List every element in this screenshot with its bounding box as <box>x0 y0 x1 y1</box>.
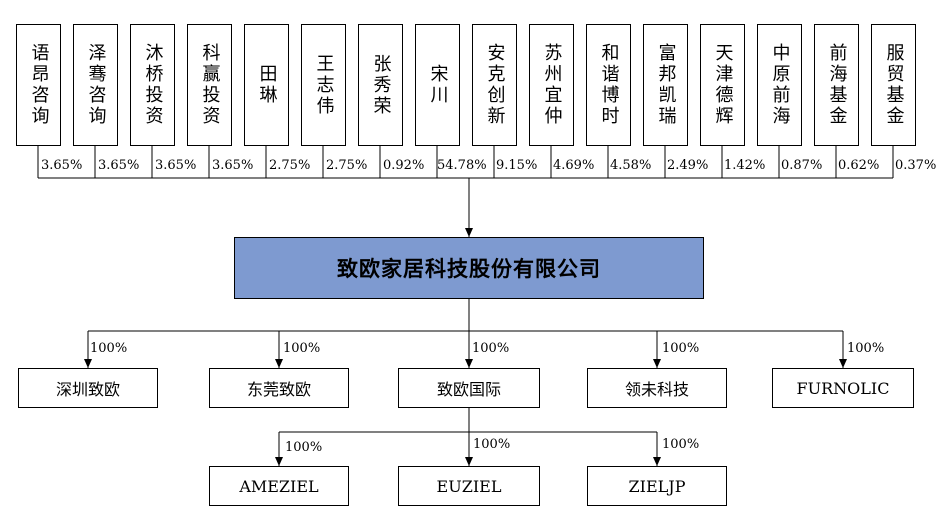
shareholder-name: 张秀荣 <box>370 53 392 117</box>
shareholding-percent: 4.58% <box>610 158 652 173</box>
shareholding-percent: 3.65% <box>212 158 254 173</box>
subsidiary-box: 领未科技 <box>587 368 727 408</box>
shareholder-box: 泽骞咨询 <box>73 24 118 146</box>
shareholder-name: 语昂咨询 <box>28 43 50 127</box>
shareholder-name: 安克创新 <box>484 43 506 127</box>
arrow-head <box>465 457 473 466</box>
shareholder-name: 中原前海 <box>769 43 791 127</box>
shareholder-name: 王志伟 <box>313 53 335 117</box>
shareholding-percent: 0.37% <box>895 158 937 173</box>
arrow-head <box>653 359 661 368</box>
shareholder-name: 田琳 <box>256 64 278 106</box>
arrow-head <box>84 359 92 368</box>
subsidiary-box: FURNOLIC <box>772 368 914 408</box>
shareholder-box: 语昂咨询 <box>16 24 61 146</box>
shareholding-percent: 0.92% <box>383 158 425 173</box>
company-box: 致欧家居科技股份有限公司 <box>234 237 704 299</box>
shareholding-percent: 4.69% <box>553 158 595 173</box>
sub-subsidiary-box: EUZIEL <box>398 466 540 506</box>
shareholding-percent: 3.65% <box>155 158 197 173</box>
ownership-percent: 100% <box>662 437 700 452</box>
shareholder-name: 服贸基金 <box>883 43 905 127</box>
shareholder-box: 天津德辉 <box>700 24 745 146</box>
shareholder-name: 苏州宜仲 <box>541 43 563 127</box>
shareholder-box: 富邦凯瑞 <box>643 24 688 146</box>
arrow-head <box>839 359 847 368</box>
shareholder-name: 前海基金 <box>826 43 848 127</box>
ownership-percent: 100% <box>283 341 321 356</box>
shareholding-percent: 54.78% <box>437 158 487 173</box>
subsidiary-box: 东莞致欧 <box>209 368 349 408</box>
shareholder-name: 沐桥投资 <box>142 43 164 127</box>
shareholder-box: 安克创新 <box>472 24 517 146</box>
shareholder-name: 富邦凯瑞 <box>655 43 677 127</box>
shareholding-percent: 1.42% <box>724 158 766 173</box>
ownership-percent: 100% <box>472 341 510 356</box>
ownership-percent: 100% <box>473 437 511 452</box>
ownership-percent: 100% <box>662 341 700 356</box>
shareholder-name: 科赢投资 <box>199 43 221 127</box>
arrow-head <box>275 457 283 466</box>
shareholding-percent: 3.65% <box>98 158 140 173</box>
shareholding-percent: 0.62% <box>838 158 880 173</box>
arrow-head <box>275 359 283 368</box>
shareholder-name: 和谐博时 <box>598 43 620 127</box>
shareholding-percent: 0.87% <box>781 158 823 173</box>
shareholder-box: 张秀荣 <box>358 24 403 146</box>
arrow-head <box>653 457 661 466</box>
subsidiary-box: 致欧国际 <box>398 368 540 408</box>
shareholding-percent: 2.75% <box>326 158 368 173</box>
shareholder-name: 泽骞咨询 <box>85 43 107 127</box>
shareholder-box: 服贸基金 <box>871 24 916 146</box>
ownership-percent: 100% <box>90 341 128 356</box>
sub-subsidiary-box: AMEZIEL <box>209 466 349 506</box>
shareholder-box: 中原前海 <box>757 24 802 146</box>
shareholder-box: 和谐博时 <box>586 24 631 146</box>
shareholder-box: 前海基金 <box>814 24 859 146</box>
shareholding-percent: 2.75% <box>269 158 311 173</box>
arrow-head <box>465 228 473 237</box>
shareholding-percent: 9.15% <box>496 158 538 173</box>
shareholder-name: 天津德辉 <box>712 43 734 127</box>
shareholding-percent: 3.65% <box>41 158 83 173</box>
shareholder-box: 田琳 <box>244 24 289 146</box>
shareholder-box: 王志伟 <box>301 24 346 146</box>
shareholder-box: 宋川 <box>415 24 460 146</box>
subsidiary-box: 深圳致欧 <box>18 368 158 408</box>
shareholding-percent: 2.49% <box>667 158 709 173</box>
shareholder-box: 科赢投资 <box>187 24 232 146</box>
ownership-percent: 100% <box>285 440 323 455</box>
ownership-percent: 100% <box>847 341 885 356</box>
arrow-head <box>465 359 473 368</box>
sub-subsidiary-box: ZIELJP <box>587 466 727 506</box>
shareholder-name: 宋川 <box>427 64 449 106</box>
shareholder-box: 苏州宜仲 <box>529 24 574 146</box>
shareholder-box: 沐桥投资 <box>130 24 175 146</box>
